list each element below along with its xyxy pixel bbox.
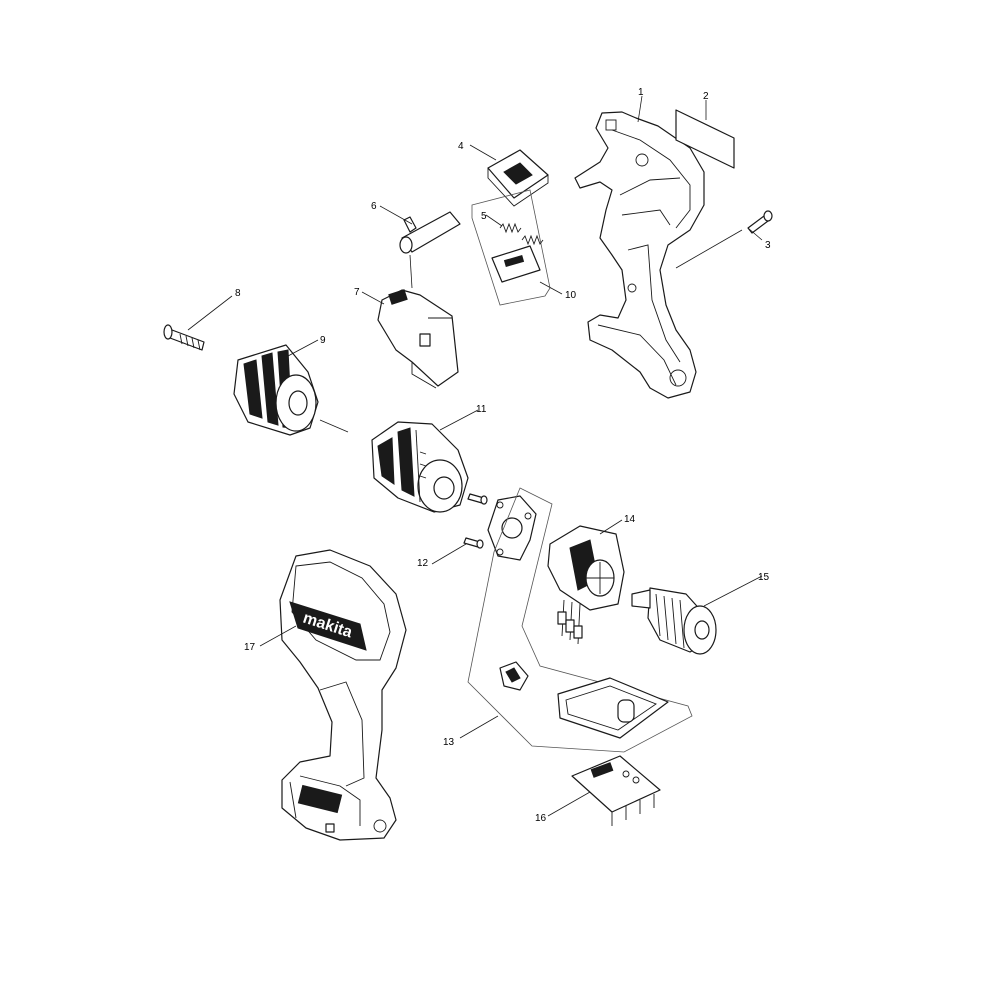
callout-8: 8 <box>235 288 241 299</box>
leader-lines <box>187 95 763 817</box>
part-1-housing-right[interactable] <box>574 111 705 399</box>
callout-3: 3 <box>765 240 771 251</box>
part-5-springs[interactable] <box>499 222 544 246</box>
callout-1: 1 <box>638 87 644 98</box>
part-6-switch-knob[interactable] <box>399 211 461 254</box>
callout-2: 2 <box>703 91 709 102</box>
callout-5: 5 <box>481 211 487 222</box>
callout-10: 10 <box>565 290 577 301</box>
part-8-screw[interactable] <box>163 324 205 351</box>
part-3-screw[interactable] <box>747 210 773 234</box>
part-14-stator[interactable] <box>547 525 625 645</box>
part-15-rotor[interactable] <box>631 587 717 655</box>
callout-14: 14 <box>624 514 636 525</box>
part-11-gear-assembly[interactable] <box>371 421 469 513</box>
part-12-motor-plate[interactable] <box>487 495 537 561</box>
part-16-terminal[interactable] <box>571 755 661 826</box>
callout-13: 13 <box>443 737 455 748</box>
part-10-group-box <box>471 189 551 306</box>
part-10-slider[interactable] <box>491 245 541 283</box>
part-7-switch[interactable] <box>377 289 459 389</box>
part-9-chuck[interactable] <box>233 344 349 436</box>
part-12-screws[interactable] <box>463 493 488 549</box>
callout-16: 16 <box>535 813 547 824</box>
callout-7: 7 <box>354 287 360 298</box>
callout-11: 11 <box>476 404 487 415</box>
callout-6: 6 <box>371 201 377 212</box>
callout-9: 9 <box>320 335 326 346</box>
callout-12: 12 <box>417 558 429 569</box>
callout-labels: 1 2 3 4 5 6 7 8 9 10 11 12 13 14 15 16 1… <box>235 87 771 824</box>
part-4-switch-lever[interactable] <box>487 149 549 207</box>
controller-board[interactable] <box>557 677 669 739</box>
part-17-housing-left[interactable]: makita <box>279 549 407 841</box>
part-13-group-outline <box>467 487 693 753</box>
callout-17: 17 <box>244 642 256 653</box>
part-2-label-plate[interactable] <box>675 109 735 169</box>
connector-block[interactable] <box>499 661 529 691</box>
callout-15: 15 <box>758 572 770 583</box>
callout-4: 4 <box>458 141 464 152</box>
